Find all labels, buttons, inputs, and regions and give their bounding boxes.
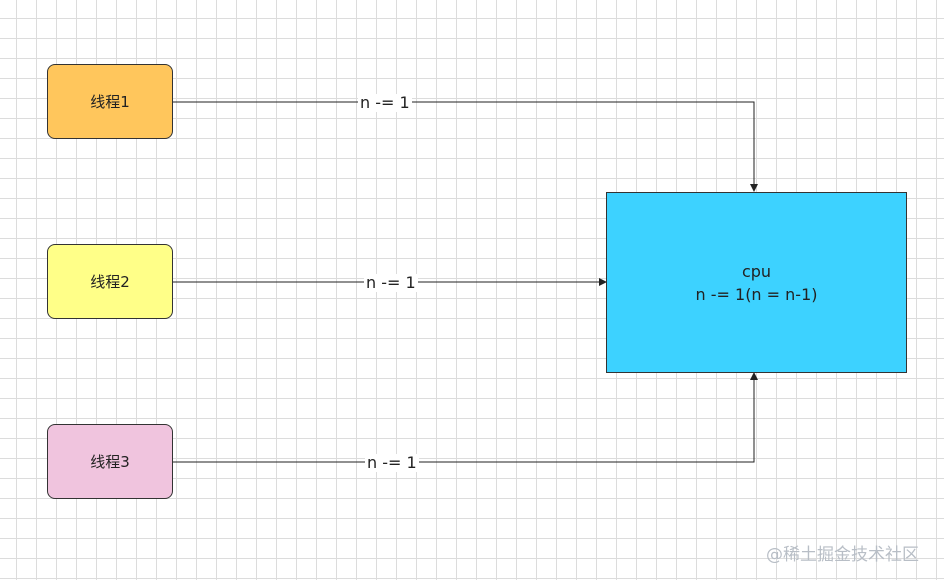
thread-1-node[interactable]: 线程1 xyxy=(47,64,173,139)
thread-3-node[interactable]: 线程3 xyxy=(47,424,173,499)
edge-thread1-to-cpu xyxy=(173,101,758,192)
thread-2-label: 线程2 xyxy=(90,273,130,291)
cpu-detail: n -= 1(n = n-1) xyxy=(695,284,818,304)
cpu-title: cpu xyxy=(741,261,772,281)
cpu-node[interactable]: cpu n -= 1(n = n-1) xyxy=(606,192,907,373)
edge-label-thread3: n -= 1 xyxy=(365,453,419,472)
thread-2-node[interactable]: 线程2 xyxy=(47,244,173,319)
edge-label-thread1: n -= 1 xyxy=(358,93,412,112)
edge-thread3-to-cpu xyxy=(173,372,758,463)
thread-3-label: 线程3 xyxy=(90,453,130,471)
watermark-text: @稀土掘金技术社区 xyxy=(766,545,919,565)
thread-1-label: 线程1 xyxy=(90,93,130,111)
edge-label-thread2: n -= 1 xyxy=(364,273,418,292)
